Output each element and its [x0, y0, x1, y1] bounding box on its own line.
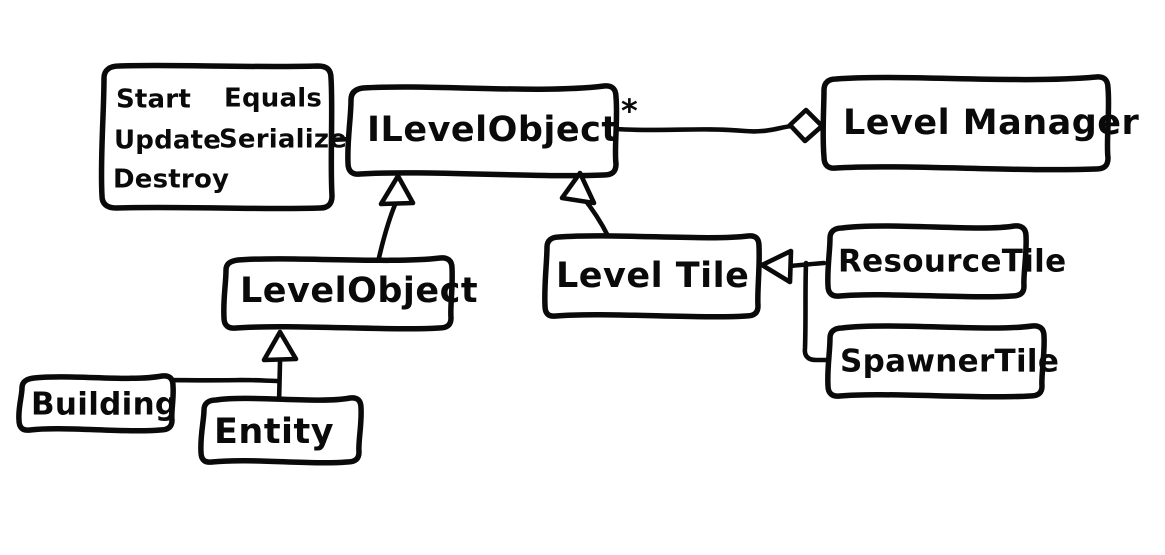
class-label-leveltile: Level Tile	[556, 256, 749, 296]
class-box-ilevelobject	[345, 83, 620, 179]
class-label-levelobject: LevelObject	[240, 271, 478, 311]
class-box-resourcetile	[825, 223, 1029, 300]
class-box-levelmanager	[820, 74, 1112, 173]
aggregation-diamond-icon	[787, 107, 825, 144]
class-label-resourcetile: ResourceTile	[838, 244, 1066, 280]
class-box-leveltile	[542, 233, 762, 320]
connector-ilevelobject-to-levelmanager	[613, 123, 795, 134]
methods-box	[98, 62, 335, 212]
class-box-spawnertile	[825, 323, 1047, 400]
method-start: Start	[116, 85, 191, 115]
class-box-building	[16, 373, 176, 434]
class-label-entity: Entity	[214, 412, 334, 452]
class-label-ilevelobject: ILevelObject	[367, 110, 619, 150]
class-box-levelobject	[221, 255, 455, 332]
inheritance-triangle-levelobject-icon	[261, 329, 299, 363]
method-serialize: Serialize	[219, 125, 347, 155]
inheritance-triangle-leveltile-icon	[759, 248, 794, 285]
method-destroy: Destroy	[113, 165, 229, 195]
realization-triangle-levelobject-icon	[378, 173, 416, 207]
class-label-spawnertile: SpawnerTile	[840, 344, 1059, 380]
class-box-entity	[198, 395, 364, 466]
connector-tiles-bracket	[802, 260, 829, 363]
class-label-levelmanager: Level Manager	[843, 103, 1140, 143]
method-equals: Equals	[224, 84, 322, 114]
class-label-building: Building	[31, 387, 177, 423]
connector-levelobject-to-ilevelobject	[375, 197, 400, 265]
multiplicity-star: *	[621, 92, 638, 130]
method-update: Update	[114, 126, 221, 156]
realization-triangle-leveltile-icon	[559, 170, 597, 206]
